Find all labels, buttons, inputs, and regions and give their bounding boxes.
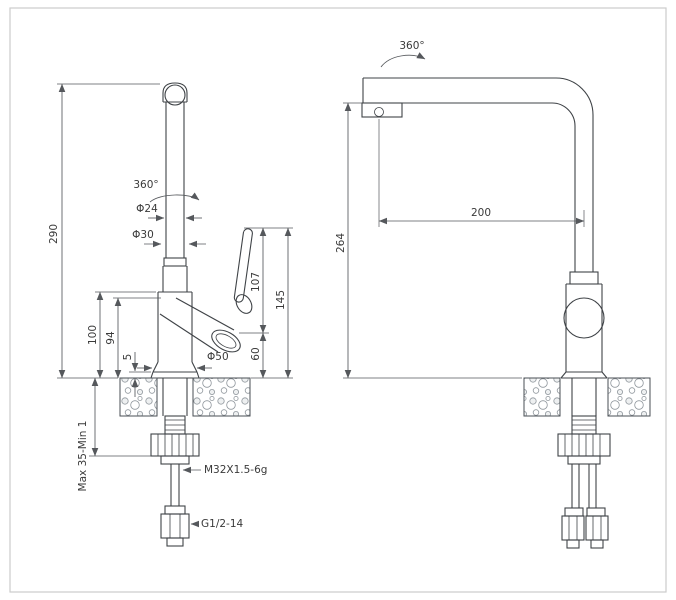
side-spout [361, 77, 594, 272]
dim-deck-range: Max 35-Min 1 [77, 421, 89, 492]
dim-body-height-outer: 100 [87, 325, 99, 345]
dim-reach: 200 [471, 207, 491, 219]
dim-total-height: 290 [48, 224, 60, 244]
front-body [150, 228, 253, 379]
dim-handle-total-height: 145 [275, 290, 287, 310]
dim-side-swivel: 360° [399, 40, 424, 52]
dim-column-diameter: Φ30 [132, 229, 154, 241]
front-hose [160, 464, 190, 547]
dim-shank-thread: M32X1.5-6g [204, 464, 267, 476]
side-deck [523, 377, 651, 417]
dim-body-height-inner: 94 [105, 331, 117, 345]
front-dimensions: 290 100 94 5 Max 35-Min 1 145 1 [48, 83, 293, 530]
dim-spout-height: 264 [335, 233, 347, 253]
dim-outlet-height: 60 [250, 347, 262, 360]
side-hardware [557, 415, 611, 549]
dim-hose-thread: G1/2-14 [201, 518, 244, 530]
page-border [9, 7, 667, 593]
side-dimensions: 264 200 360° [335, 40, 585, 379]
dim-flange-height: 5 [122, 354, 134, 361]
side-view: 264 200 360° [335, 40, 651, 549]
dim-spout-diameter: Φ24 [136, 203, 158, 215]
side-body [560, 271, 608, 379]
dim-handle-height: 107 [250, 272, 262, 292]
front-view: 290 100 94 5 Max 35-Min 1 145 1 [48, 82, 293, 547]
side-hoses [561, 464, 609, 549]
dim-front-swivel: 360° [133, 179, 158, 191]
front-spout [162, 82, 188, 292]
front-hardware [150, 415, 200, 547]
front-handle [233, 228, 253, 303]
dim-base-diameter: Φ50 [207, 351, 229, 363]
side-aerator [361, 102, 403, 118]
front-deck [119, 377, 251, 417]
